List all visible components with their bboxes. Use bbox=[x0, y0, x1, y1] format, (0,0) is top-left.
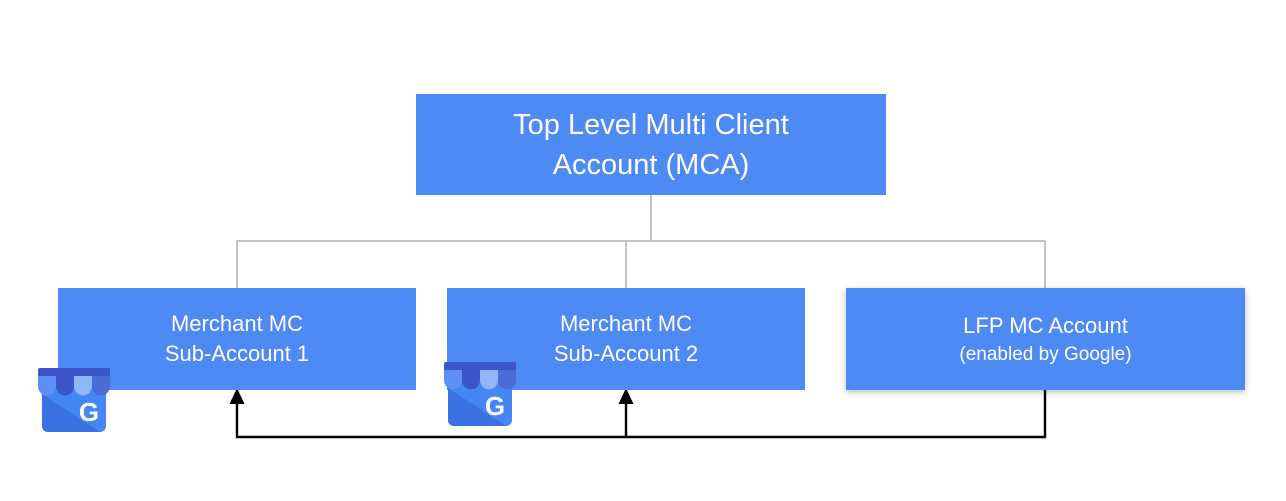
g-letter: G bbox=[485, 391, 505, 421]
node-top-level-mca: Top Level Multi Client Account (MCA) bbox=[416, 94, 886, 195]
arrowhead-up-icon bbox=[618, 388, 634, 404]
feed-lines bbox=[235, 390, 1047, 439]
node-label-line2: Account (MCA) bbox=[552, 148, 750, 181]
node-label-line1: Merchant MC bbox=[559, 311, 693, 336]
arrowhead-up-icon bbox=[229, 388, 245, 404]
node-label-line2: Sub-Account 1 bbox=[164, 341, 310, 366]
google-business-profile-icon: G bbox=[444, 362, 516, 428]
tree-connector-lines bbox=[236, 195, 1046, 288]
node-label-line1: Top Level Multi Client bbox=[513, 108, 789, 141]
node-label-line2: Sub-Account 2 bbox=[553, 341, 699, 366]
node-label-line1: LFP MC Account bbox=[963, 312, 1128, 338]
node-label-line1: Merchant MC bbox=[170, 311, 304, 336]
g-letter: G bbox=[79, 397, 99, 427]
google-business-profile-icon: G bbox=[38, 368, 110, 434]
node-merchant-sub-account-1: Merchant MC Sub-Account 1 bbox=[58, 288, 416, 390]
storefront-icon: G bbox=[444, 362, 516, 426]
node-label-line2: (enabled by Google) bbox=[959, 343, 1132, 365]
storefront-icon: G bbox=[38, 368, 110, 432]
node-lfp-mc-account: LFP MC Account (enabled by Google) bbox=[846, 288, 1245, 390]
